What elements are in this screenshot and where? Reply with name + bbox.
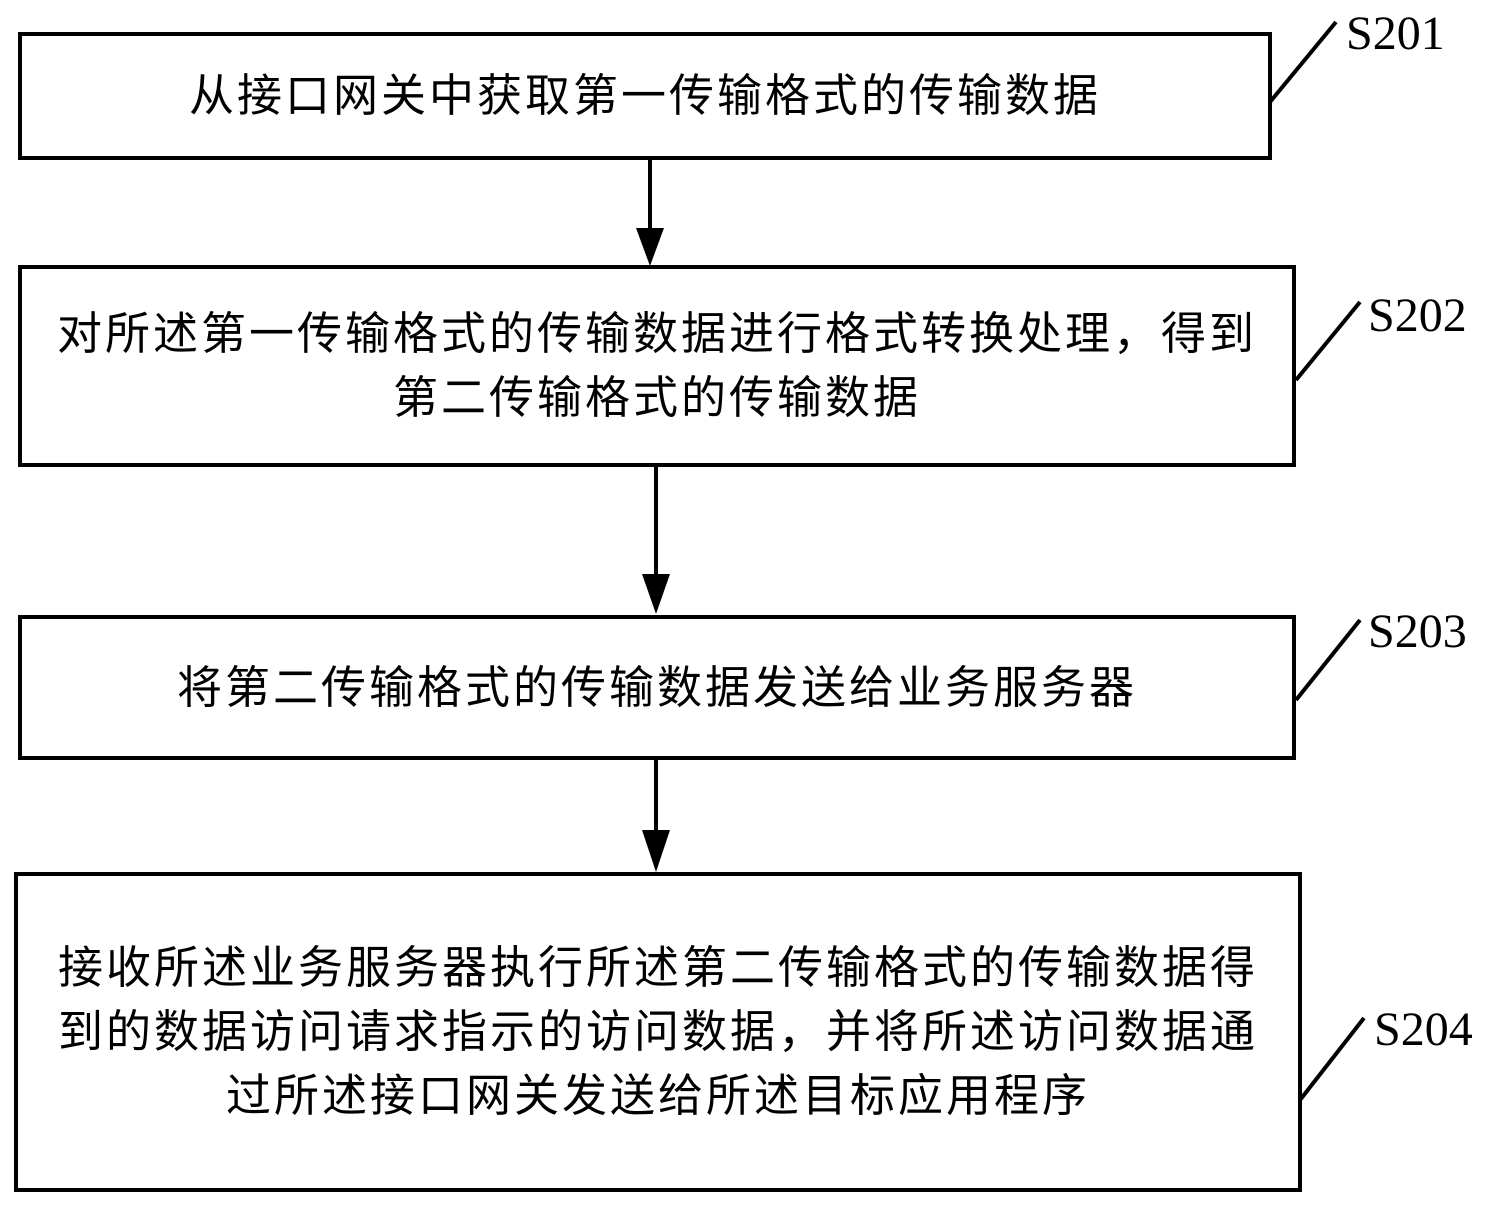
step-label-s201: S201 bbox=[1346, 7, 1445, 60]
step-text-s203: 将第二传输格式的传输数据发送给业务服务器 bbox=[176, 660, 1137, 714]
step-box-s203: 将第二传输格式的传输数据发送给业务服务器 bbox=[18, 615, 1296, 760]
arrow-s202-s203 bbox=[642, 465, 670, 614]
step-text-s201: 从接口网关中获取第一传输格式的传输数据 bbox=[188, 69, 1101, 122]
step-box-s202: 对所述第一传输格式的传输数据进行格式转换处理，得到第二传输格式的传输数据 bbox=[18, 265, 1296, 467]
step-label-s202: S202 bbox=[1368, 289, 1467, 342]
arrow-s201-s202 bbox=[636, 158, 664, 266]
leader-line-s203 bbox=[1294, 618, 1362, 702]
step-box-s204: 接收所述业务服务器执行所述第二传输格式的传输数据得到的数据访问请求指示的访问数据… bbox=[14, 872, 1302, 1192]
step-box-s201: 从接口网关中获取第一传输格式的传输数据 bbox=[18, 32, 1272, 160]
leader-line-s202 bbox=[1294, 300, 1362, 382]
arrow-s203-s204 bbox=[642, 758, 670, 872]
step-text-s204: 接收所述业务服务器执行所述第二传输格式的传输数据得到的数据访问请求指示的访问数据… bbox=[57, 941, 1258, 1122]
leader-line-s204 bbox=[1298, 1016, 1366, 1102]
step-text-s202: 对所述第一传输格式的传输数据进行格式转换处理，得到第二传输格式的传输数据 bbox=[56, 307, 1257, 424]
step-label-s204: S204 bbox=[1374, 1003, 1473, 1056]
leader-line-s201 bbox=[1268, 20, 1338, 104]
step-label-s203: S203 bbox=[1368, 605, 1467, 658]
